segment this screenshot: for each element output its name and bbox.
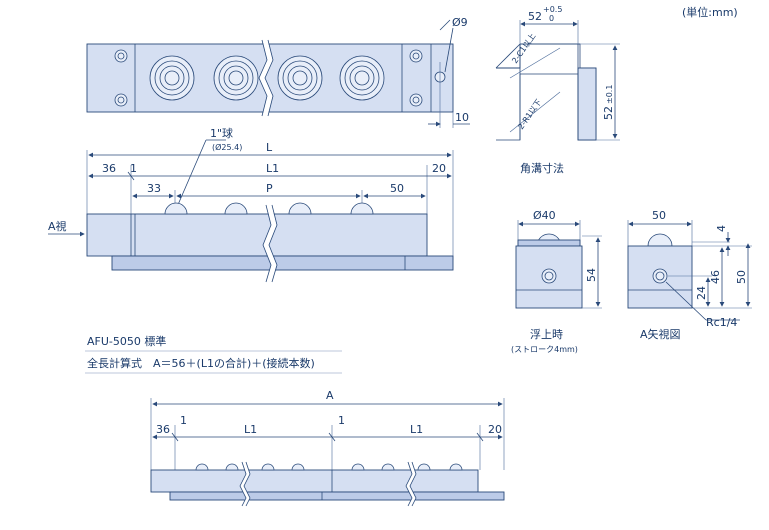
left-margin-label: 36 (102, 162, 116, 175)
model-label: AFU-5050 標準 (87, 334, 166, 348)
end-port-icon (652, 268, 668, 284)
bottom-len2: L1 (410, 423, 423, 436)
port-icon (541, 268, 557, 284)
bottom-view: A 36 1 L1 1 L1 20 (150, 389, 505, 507)
first-pitch-label: 33 (147, 182, 161, 195)
float-view-body (515, 245, 583, 309)
ball-icon (164, 202, 374, 215)
float-view: Ø40 54 浮上時 (ストローク4mm) (511, 209, 602, 354)
end-dim-50: 50 (735, 270, 748, 284)
float-caption: 浮上時 (530, 328, 563, 341)
groove-tol-lower: 0 (549, 14, 554, 23)
groove-tol-upper: +0.5 (543, 5, 562, 14)
chamfer-top-label: 2-C1以上 (510, 32, 537, 66)
bottom-gap1: 1 (180, 414, 187, 427)
unit-label: (単位:mm) (682, 5, 738, 19)
bottom-left-margin: 36 (156, 423, 170, 436)
end-view: 50 Rc1/4 4 46 50 24 A矢視図 (627, 209, 752, 341)
view-label: A視 (48, 219, 67, 233)
ball-icon (195, 463, 463, 471)
end-caption: A矢視図 (640, 327, 681, 341)
end-dim-24: 24 (695, 286, 708, 300)
groove-caption: 角溝寸法 (520, 161, 564, 175)
float-subcaption: (ストローク4mm) (511, 345, 578, 354)
gap-label: 1 (130, 162, 137, 175)
bottom-len1: L1 (244, 423, 257, 436)
end-margin-label: 20 (432, 162, 446, 175)
inner-length-label: L1 (266, 162, 279, 175)
ball-unit-icon (149, 55, 385, 101)
last-pitch-label: 50 (390, 182, 404, 195)
bottom-end-margin: 20 (488, 423, 502, 436)
bottom-view-base (169, 491, 505, 501)
bolt-hole-icon (114, 49, 423, 107)
pitch-label: P (266, 182, 273, 195)
end-port-label: Rc1/4 (706, 316, 737, 329)
end-view-body (627, 245, 693, 309)
edge-offset-label: 10 (455, 111, 469, 124)
ball-label: 1"球 (210, 126, 233, 140)
groove-depth-tol: ±0.1 (605, 85, 614, 104)
end-width-label: 50 (652, 209, 666, 222)
ball-dia-label: (Ø25.4) (212, 142, 242, 152)
formula-label: 全長計算式 A＝56＋(L1の合計)＋(接続本数) (87, 356, 315, 370)
float-height-label: 54 (585, 268, 598, 282)
float-ball-dia-label: Ø40 (533, 209, 556, 222)
hole-dia-label: Ø9 (452, 16, 468, 29)
top-view: Ø9 10 (86, 16, 470, 128)
side-view: L 36 1 L1 20 33 P 50 1"球 (Ø25.4) (48, 126, 454, 283)
side-view-base (111, 255, 454, 271)
end-dim-4: 4 (715, 225, 728, 232)
standard-spec: AFU-5050 標準 全長計算式 A＝56＋(L1の合計)＋(接続本数) (85, 334, 342, 374)
groove-detail: 52 +0.5 0 2-C1以上 2-R1以下 52 ±0.1 角溝寸法 (495, 5, 620, 175)
overall-a-label: A (326, 389, 334, 402)
overall-length-label: L (266, 141, 273, 154)
end-dim-46: 46 (709, 270, 722, 284)
side-view-body (86, 213, 428, 257)
bottom-view-body (150, 469, 479, 493)
groove-depth-label: 52 (602, 106, 615, 120)
groove-width-label: 52 (528, 10, 542, 23)
bottom-gap2: 1 (338, 414, 345, 427)
